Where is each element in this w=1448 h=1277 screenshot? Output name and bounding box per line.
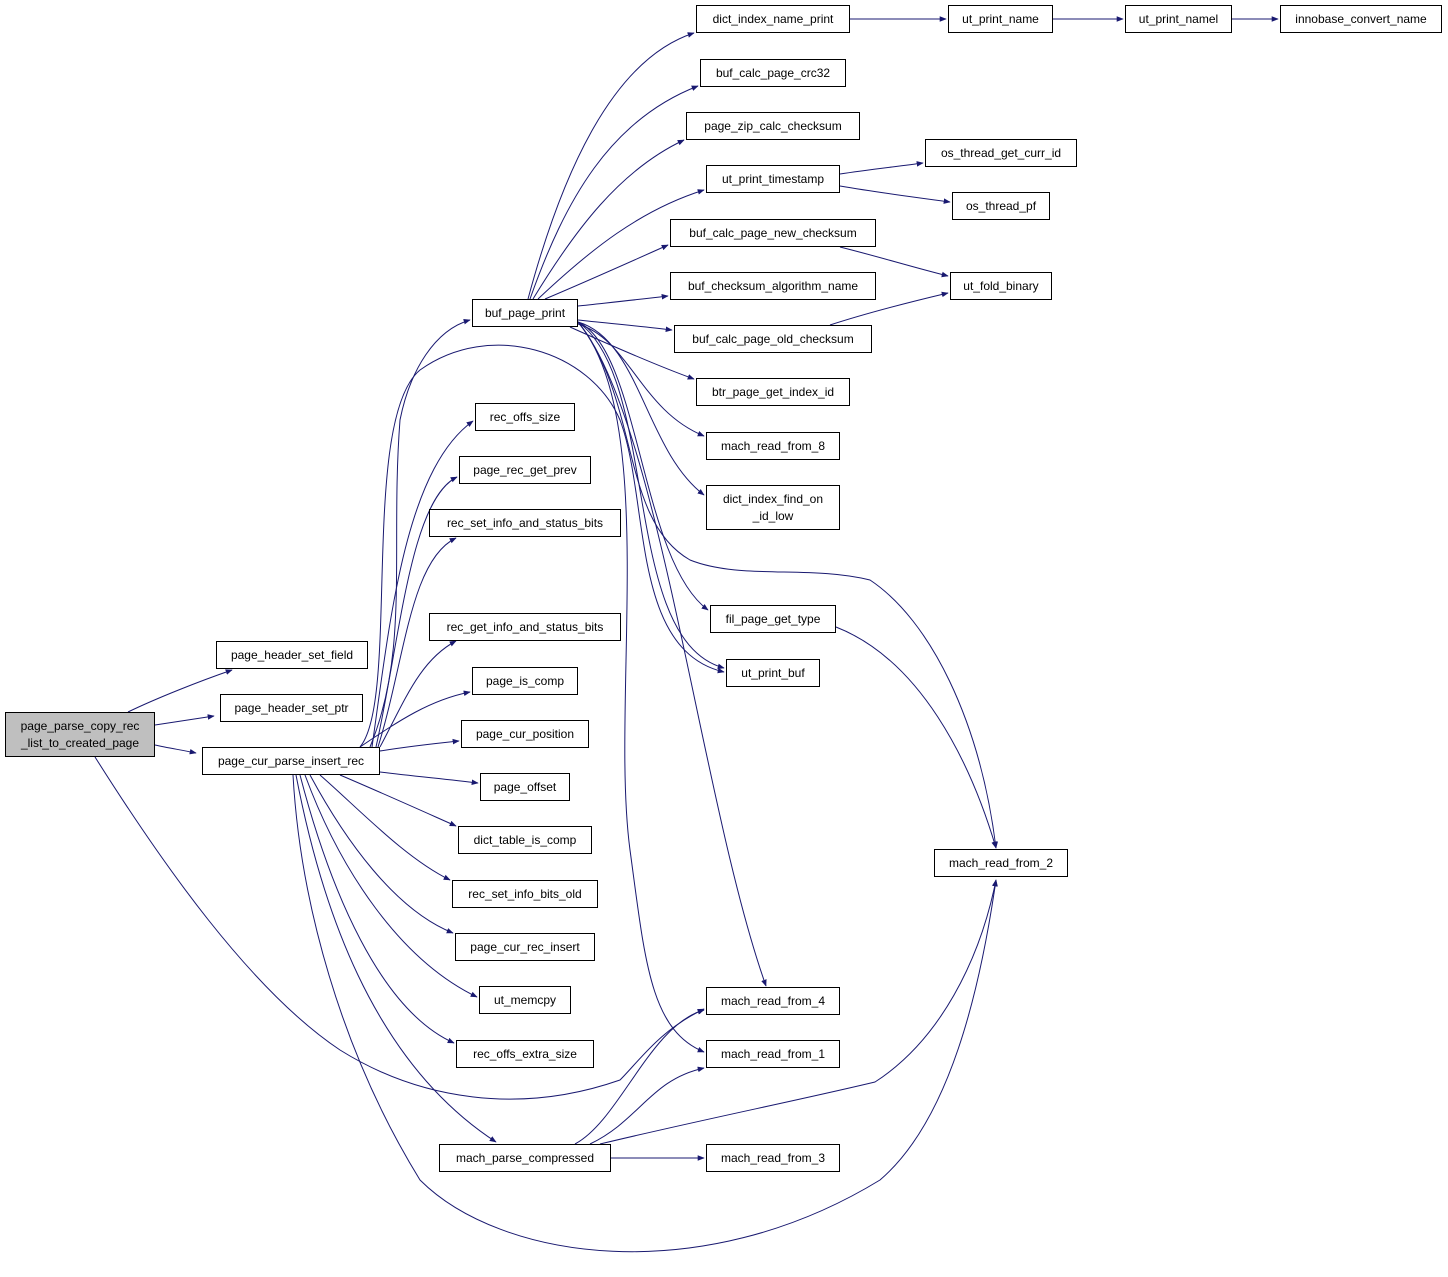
edge-page_cur_parse_insert_rec-to-page_rec_get_prev xyxy=(375,476,458,748)
edge-page_cur_parse_insert_rec-to-ut_print_buf xyxy=(359,344,725,748)
node-buf-calc-page-old-checksum[interactable]: buf_calc_page_old_checksum xyxy=(674,325,872,353)
node-ut-print-timestamp[interactable]: ut_print_timestamp xyxy=(706,165,840,193)
node-fil-page-get-type[interactable]: fil_page_get_type xyxy=(710,605,836,633)
edge-buf_calc_page_old_checksum-to-ut_fold_binary xyxy=(829,291,949,326)
edge-buf_page_print-to-ut_print_buf xyxy=(577,321,725,670)
edge-buf_page_print-to-mach_read_from_4 xyxy=(577,321,767,987)
edge-page_cur_parse_insert_rec-to-mach_parse_compressed xyxy=(295,774,497,1143)
edge-page_cur_parse_insert_rec-to-rec_set_info_and_status_bits xyxy=(377,537,457,748)
edge-page_parse_copy_rec_list_to_created_page-to-mach_read_from_4 xyxy=(94,756,705,1100)
edge-buf_page_print-to-ut_print_timestamp xyxy=(537,189,705,300)
edge-buf_page_print-to-buf_checksum_algorithm_name xyxy=(577,293,669,307)
node-dict-index-find-on-id-low[interactable]: dict_index_find_on _id_low xyxy=(706,485,840,530)
node-page-header-set-ptr[interactable]: page_header_set_ptr xyxy=(220,694,363,722)
edge-page_cur_parse_insert_rec-to-rec_get_info_and_status_bits xyxy=(379,640,457,748)
node-ut-print-buf[interactable]: ut_print_buf xyxy=(726,659,820,687)
node-ut-memcpy[interactable]: ut_memcpy xyxy=(479,986,571,1014)
node-rec-get-info-and-status-bits[interactable]: rec_get_info_and_status_bits xyxy=(429,613,621,641)
edge-page_cur_parse_insert_rec-to-rec_offs_size xyxy=(371,420,474,748)
edge-buf_page_print-to-buf_calc_page_crc32 xyxy=(529,85,699,300)
edge-page_cur_parse_insert_rec-to-mach_read_from_2 xyxy=(292,774,998,1253)
node-page-parse-copy-rec-list-to-created-page: page_parse_copy_rec _list_to_created_pag… xyxy=(5,712,155,757)
edge-buf_page_print-to-mach_read_from_8 xyxy=(577,323,705,437)
node-page-cur-parse-insert-rec[interactable]: page_cur_parse_insert_rec xyxy=(202,747,380,775)
edge-buf_page_print-to-dict_index_find_on_id_low xyxy=(577,321,705,496)
node-btr-page-get-index-id[interactable]: btr_page_get_index_id xyxy=(696,378,850,406)
node-page-is-comp[interactable]: page_is_comp xyxy=(472,667,578,695)
edge-buf_page_print-to-mach_read_from_1 xyxy=(577,321,705,1053)
node-buf-checksum-algorithm-name[interactable]: buf_checksum_algorithm_name xyxy=(670,272,876,300)
edge-page_parse_copy_rec_list_to_created_page-to-page_cur_parse_insert_rec xyxy=(154,744,197,755)
node-page-header-set-field[interactable]: page_header_set_field xyxy=(216,641,368,669)
edge-page_cur_parse_insert_rec-to-dict_table_is_comp xyxy=(339,774,457,827)
node-os-thread-pf[interactable]: os_thread_pf xyxy=(952,192,1050,220)
node-page-cur-rec-insert[interactable]: page_cur_rec_insert xyxy=(455,933,595,961)
node-page-cur-position[interactable]: page_cur_position xyxy=(461,720,589,748)
node-mach-read-from-1[interactable]: mach_read_from_1 xyxy=(706,1040,840,1068)
edge-page_cur_parse_insert_rec-to-ut_memcpy xyxy=(304,774,478,998)
node-innobase-convert-name[interactable]: innobase_convert_name xyxy=(1280,5,1442,33)
edge-buf_page_print-to-dict_index_name_print xyxy=(527,32,695,300)
edge-page_parse_copy_rec_list_to_created_page-to-page_header_set_ptr xyxy=(154,714,215,726)
node-page-rec-get-prev[interactable]: page_rec_get_prev xyxy=(459,456,591,484)
node-os-thread-get-curr-id[interactable]: os_thread_get_curr_id xyxy=(925,139,1077,167)
node-mach-read-from-3[interactable]: mach_read_from_3 xyxy=(706,1144,840,1172)
edge-ut_print_timestamp-to-os_thread_get_curr_id xyxy=(839,161,924,175)
node-rec-set-info-bits-old[interactable]: rec_set_info_bits_old xyxy=(452,880,598,908)
edge-buf_page_print-to-buf_calc_page_new_checksum xyxy=(544,244,669,300)
edge-page_cur_parse_insert_rec-to-page_cur_position xyxy=(379,738,460,752)
node-mach-read-from-2[interactable]: mach_read_from_2 xyxy=(934,849,1068,877)
node-buf-calc-page-new-checksum[interactable]: buf_calc_page_new_checksum xyxy=(670,219,876,247)
node-rec-offs-size[interactable]: rec_offs_size xyxy=(475,403,575,431)
edge-page_cur_parse_insert_rec-to-rec_set_info_bits_old xyxy=(319,774,451,881)
edge-page_cur_parse_insert_rec-to-rec_offs_extra_size xyxy=(299,774,455,1044)
node-dict-table-is-comp[interactable]: dict_table_is_comp xyxy=(458,826,592,854)
node-mach-parse-compressed[interactable]: mach_parse_compressed xyxy=(439,1144,611,1172)
node-buf-calc-page-crc32[interactable]: buf_calc_page_crc32 xyxy=(700,59,846,87)
node-dict-index-name-print[interactable]: dict_index_name_print xyxy=(696,5,850,33)
edge-fil_page_get_type-to-mach_read_from_2 xyxy=(835,626,997,849)
node-ut-fold-binary[interactable]: ut_fold_binary xyxy=(950,272,1052,300)
node-ut-print-name[interactable]: ut_print_name xyxy=(948,5,1053,33)
edge-buf_page_print-to-mach_read_from_2 xyxy=(577,321,998,849)
node-rec-offs-extra-size[interactable]: rec_offs_extra_size xyxy=(456,1040,594,1068)
node-mach-read-from-8[interactable]: mach_read_from_8 xyxy=(706,432,840,460)
edge-buf_calc_page_new_checksum-to-ut_fold_binary xyxy=(839,246,949,278)
edge-mach_parse_compressed-to-mach_read_from_4 xyxy=(574,1008,705,1145)
edge-buf_page_print-to-fil_page_get_type xyxy=(577,321,709,611)
edge-ut_print_timestamp-to-os_thread_pf xyxy=(839,185,951,204)
edge-page_parse_copy_rec_list_to_created_page-to-page_header_set_field xyxy=(127,669,233,713)
node-ut-print-namel[interactable]: ut_print_namel xyxy=(1125,5,1232,33)
node-buf-page-print[interactable]: buf_page_print xyxy=(472,299,578,327)
edge-page_cur_parse_insert_rec-to-page_cur_rec_insert xyxy=(309,774,454,934)
edge-page_cur_parse_insert_rec-to-page_offset xyxy=(379,771,479,786)
edge-mach_parse_compressed-to-mach_read_from_2 xyxy=(599,879,998,1145)
node-mach-read-from-4[interactable]: mach_read_from_4 xyxy=(706,987,840,1015)
node-page-offset[interactable]: page_offset xyxy=(480,773,570,801)
edge-buf_page_print-to-page_zip_calc_checksum xyxy=(532,139,685,300)
edge-buf_page_print-to-btr_page_get_index_id xyxy=(569,326,695,380)
edge-buf_page_print-to-buf_calc_page_old_checksum xyxy=(577,319,673,332)
edge-mach_parse_compressed-to-mach_read_from_1 xyxy=(589,1066,705,1145)
node-page-zip-calc-checksum[interactable]: page_zip_calc_checksum xyxy=(686,112,860,140)
node-rec-set-info-and-status-bits[interactable]: rec_set_info_and_status_bits xyxy=(429,509,621,537)
edge-page_cur_parse_insert_rec-to-page_is_comp xyxy=(359,690,471,748)
